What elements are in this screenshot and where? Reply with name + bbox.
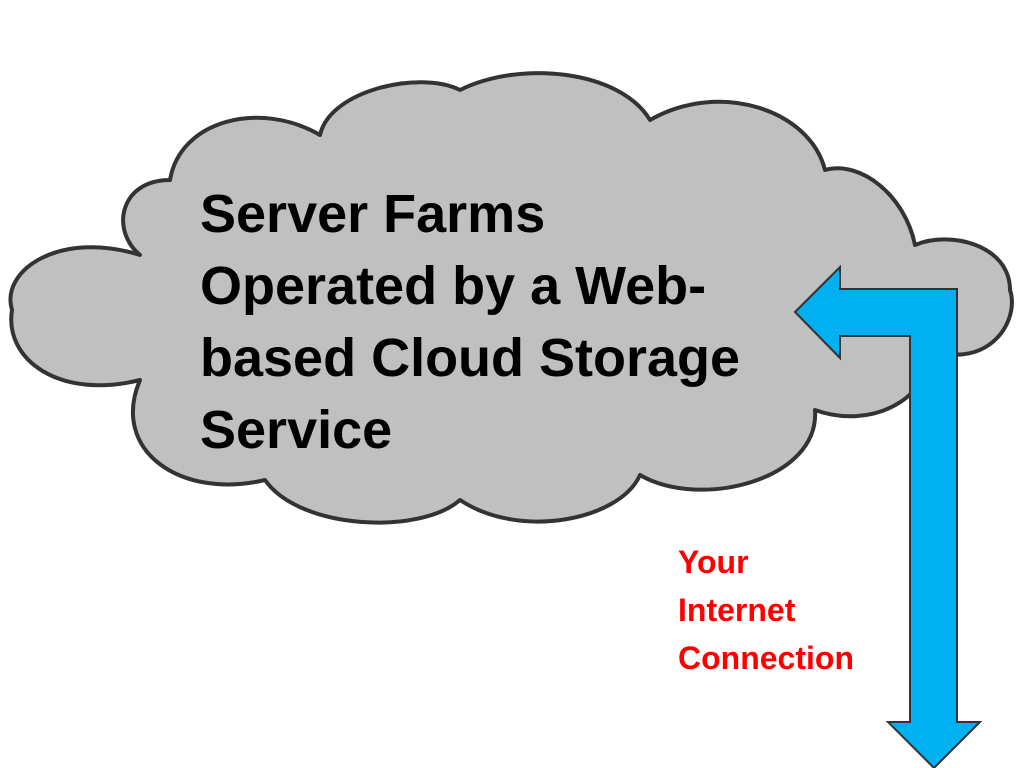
connection-label-line-2: Internet bbox=[678, 592, 796, 628]
cloud-label-line-4: Service bbox=[200, 400, 393, 460]
cloud-label-line-1: Server Farms bbox=[200, 184, 546, 244]
connection-arrow bbox=[793, 264, 983, 768]
cloud-label-line-3: based Cloud Storage bbox=[200, 328, 741, 388]
connection-label: Your Internet Connection bbox=[678, 538, 854, 682]
cloud-label-line-2: Operated by a Web- bbox=[200, 256, 707, 316]
connection-label-line-3: Connection bbox=[678, 640, 854, 676]
connection-label-line-1: Your bbox=[678, 544, 749, 580]
cloud-label: Server Farms Operated by a Web- based Cl… bbox=[200, 178, 840, 466]
